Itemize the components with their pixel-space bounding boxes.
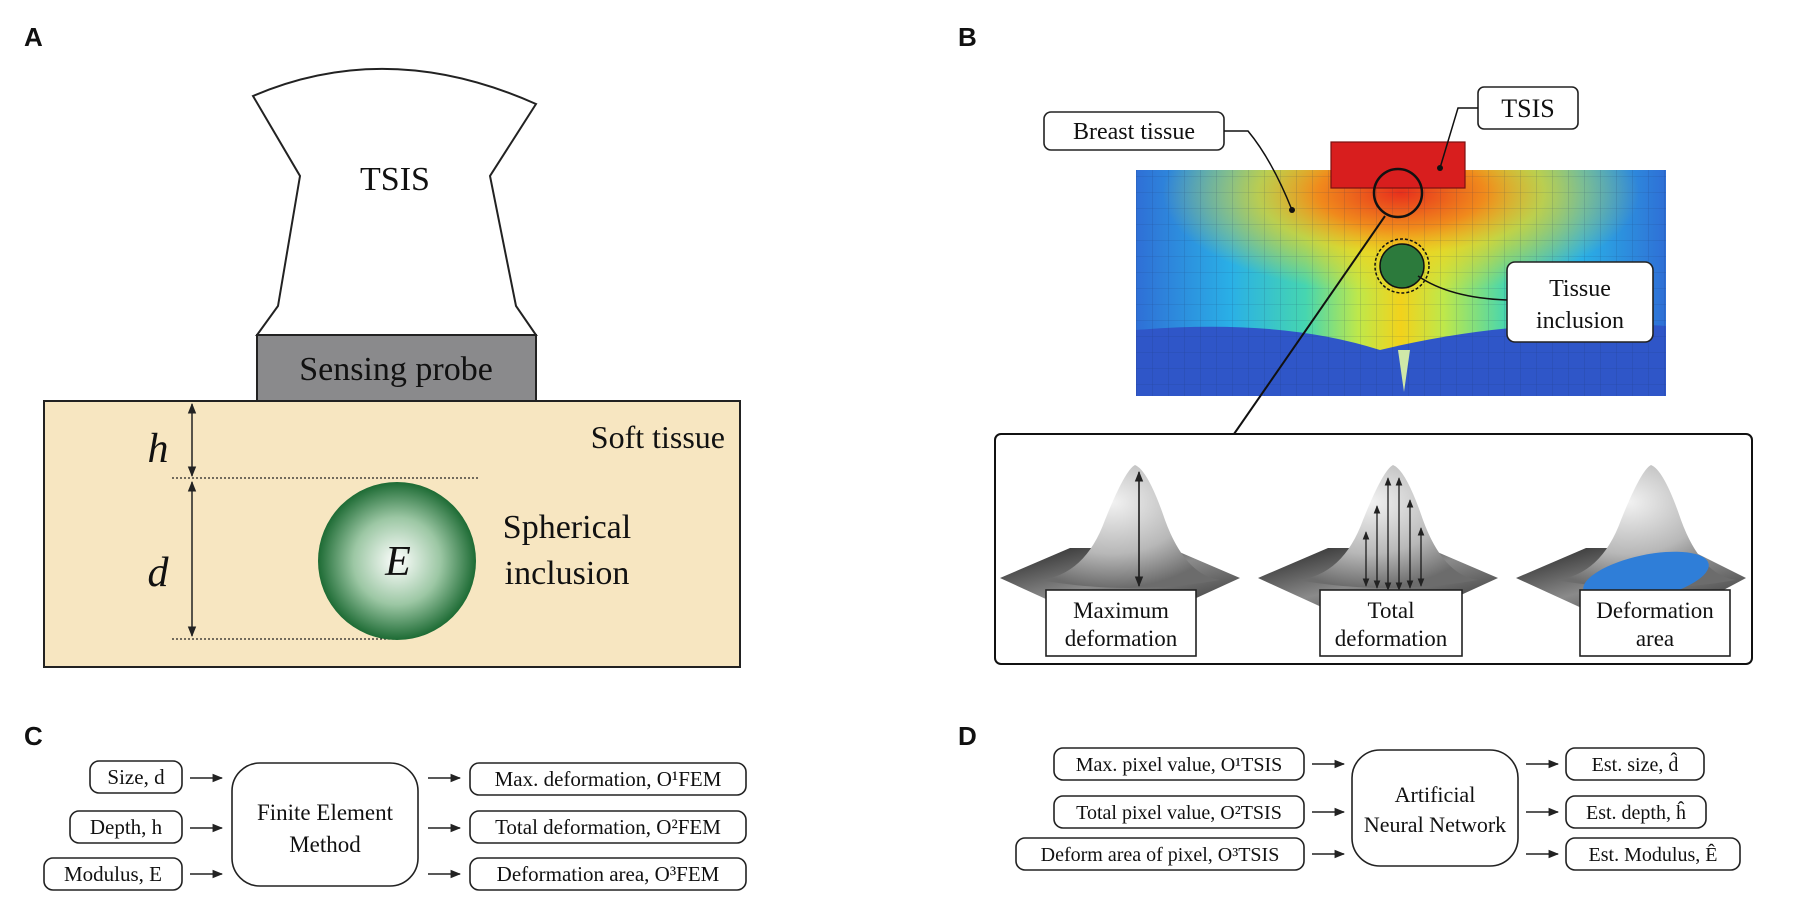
c-input-depth: Depth, h [90, 815, 163, 839]
c-output-area: Deformation area, O³FEM [497, 862, 720, 886]
c-output-total-box [469, 810, 747, 844]
depth-symbol: h [148, 426, 169, 472]
fem-process-line1: Finite Element [257, 800, 394, 825]
d-output-depth: Est. depth, ĥ [1586, 800, 1686, 824]
modulus-symbol: E [384, 539, 411, 585]
ann-process-line2: Neural Network [1364, 812, 1506, 837]
d-output-size: Est. size, d̂ [1592, 751, 1679, 776]
c-output-area-box [469, 857, 747, 891]
panel-c: C Size, d Depth, h Modulus, E Finite Ele… [24, 721, 747, 891]
d-input-total-box [1053, 795, 1305, 829]
c-input-modulus-box [43, 857, 183, 891]
panel-a-letter: A [24, 22, 43, 52]
fem-tsis-probe [1330, 141, 1466, 189]
sensing-probe [256, 334, 537, 402]
inclusion-label-line1: Spherical [503, 509, 631, 546]
feature-3-line2: area [1636, 626, 1674, 651]
d-output-modulus: Est. Modulus, Ê [1589, 843, 1718, 866]
breast-tissue-leader [1224, 130, 1293, 211]
d-input-area: Deform area of pixel, O³TSIS [1041, 844, 1280, 866]
contact-circle-marker [1372, 167, 1424, 219]
fem-process-box [231, 762, 419, 887]
zoom-connector [1233, 215, 1386, 435]
ann-process-box [1351, 749, 1519, 867]
tsis-device-body [251, 67, 538, 336]
tissue-inclusion-line2: inclusion [1536, 308, 1624, 334]
c-output-max: Max. deformation, O¹FEM [495, 767, 722, 791]
d-output-modulus-box [1565, 837, 1741, 871]
spherical-inclusion [318, 482, 476, 640]
feature-1-line2: deformation [1065, 626, 1178, 651]
panel-d-letter: D [958, 721, 977, 751]
tsis-callout-label: TSIS [1501, 94, 1554, 123]
sensing-probe-label: Sensing probe [299, 351, 493, 388]
panel-a: A TSIS Sensing probe Soft tissue h d E S… [24, 22, 741, 668]
inclusion-label-line2: inclusion [505, 555, 630, 592]
breast-tissue-label: Breast tissue [1073, 119, 1195, 145]
size-symbol: d [148, 550, 170, 596]
c-input-depth-box [69, 810, 183, 844]
d-input-max: Max. pixel value, O¹TSIS [1076, 754, 1283, 776]
tissue-inclusion-callout [1506, 261, 1654, 343]
c-input-size: Size, d [107, 765, 165, 789]
soft-tissue-label: Soft tissue [591, 419, 725, 455]
d-input-total: Total pixel value, O²TSIS [1076, 802, 1282, 824]
fem-process-line2: Method [289, 832, 361, 857]
feature-box-2 [1319, 589, 1463, 657]
panel-c-letter: C [24, 721, 43, 751]
c-output-total: Total deformation, O²FEM [495, 815, 721, 839]
feature-box-3 [1579, 589, 1731, 657]
d-output-depth-box [1565, 795, 1707, 829]
d-input-max-box [1053, 747, 1305, 781]
panel-b-letter: B [958, 22, 977, 52]
ann-process-line1: Artificial [1395, 782, 1476, 807]
tissue-inclusion-line1: Tissue [1549, 276, 1611, 302]
fem-inclusion [1379, 243, 1425, 289]
tsis-label: TSIS [360, 161, 430, 198]
fem-inclusion-ring [1374, 238, 1430, 294]
feature-2-line1: Total [1368, 598, 1415, 623]
panel-b: B Breast tissue TSIS Tissue inclusion [958, 22, 1753, 665]
d-input-area-box [1015, 837, 1305, 871]
panel-d: D Max. pixel value, O¹TSIS Total pixel v… [958, 721, 1741, 871]
c-output-max-box [469, 762, 747, 796]
feature-2-line2: deformation [1335, 626, 1448, 651]
c-input-size-box [89, 760, 183, 794]
feature-1-line1: Maximum [1073, 598, 1169, 623]
feature-3-line1: Deformation [1596, 598, 1714, 623]
d-output-size-box [1565, 747, 1705, 781]
feature-box-1 [1045, 589, 1197, 657]
c-input-modulus: Modulus, E [64, 862, 162, 886]
tsis-leader [1439, 107, 1478, 169]
tissue-inclusion-leader [1417, 275, 1508, 301]
